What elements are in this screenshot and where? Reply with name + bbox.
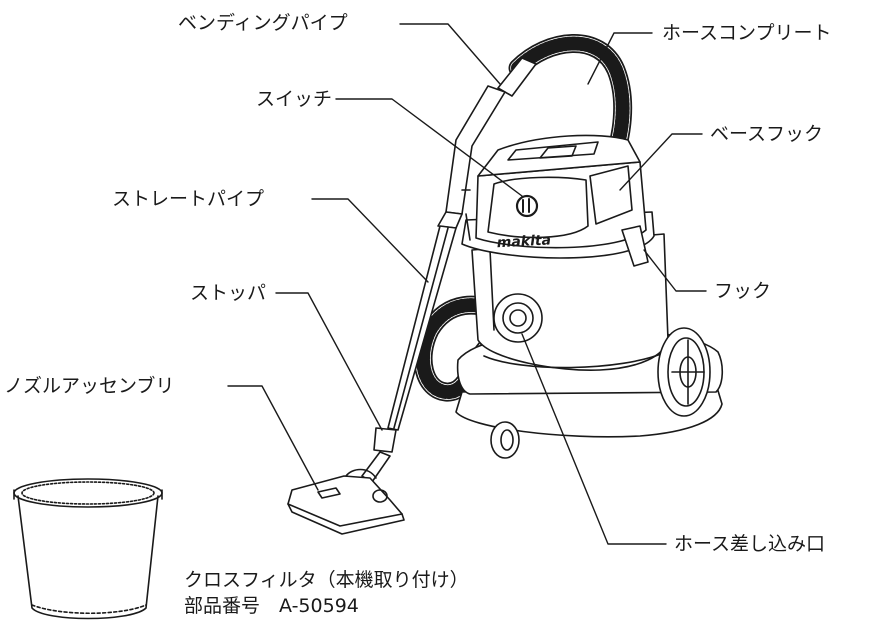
label-straight-pipe: ストレートパイプ [112, 188, 265, 210]
leader-nozzle [227, 385, 319, 491]
filter-part-number: 部品番号 A-50594 [184, 595, 359, 617]
leader-hose-complete [587, 32, 653, 85]
filter-name: クロスフィルタ（本機取り付け） [184, 569, 469, 591]
leader-stopper [275, 292, 383, 431]
switch-drawing [515, 194, 539, 218]
leader-switch [335, 98, 523, 197]
hooks-drawing [461, 189, 649, 267]
label-hose-inlet: ホース差し込み口 [674, 533, 826, 555]
label-nozzle-assembly: ノズルアッセンブリ [4, 375, 175, 397]
leader-base-hook [619, 133, 703, 191]
leader-straight-pipe [311, 198, 429, 283]
pipe-drawing [387, 57, 537, 431]
label-hose-complete: ホースコンプリート [662, 22, 832, 44]
label-base-hook: ベースフック [710, 123, 824, 145]
label-switch: スイッチ [256, 88, 333, 110]
hose-complete-drawing [413, 34, 633, 402]
leader-hose-inlet [521, 333, 667, 545]
hose-inlet-drawing [493, 293, 543, 343]
nozzle-drawing [287, 427, 405, 535]
leader-bending-pipe [399, 23, 501, 85]
wheels-drawing [490, 327, 711, 459]
head-drawing [461, 134, 655, 259]
label-hook: フック [714, 280, 772, 302]
cloth-filter-drawing [13, 478, 163, 620]
brand-logo: makita [496, 232, 551, 251]
leader-lines [227, 23, 707, 545]
label-stopper: ストッパ [190, 282, 267, 304]
label-bending-pipe: ベンディングパイプ [178, 12, 348, 34]
leader-hook [643, 249, 707, 292]
